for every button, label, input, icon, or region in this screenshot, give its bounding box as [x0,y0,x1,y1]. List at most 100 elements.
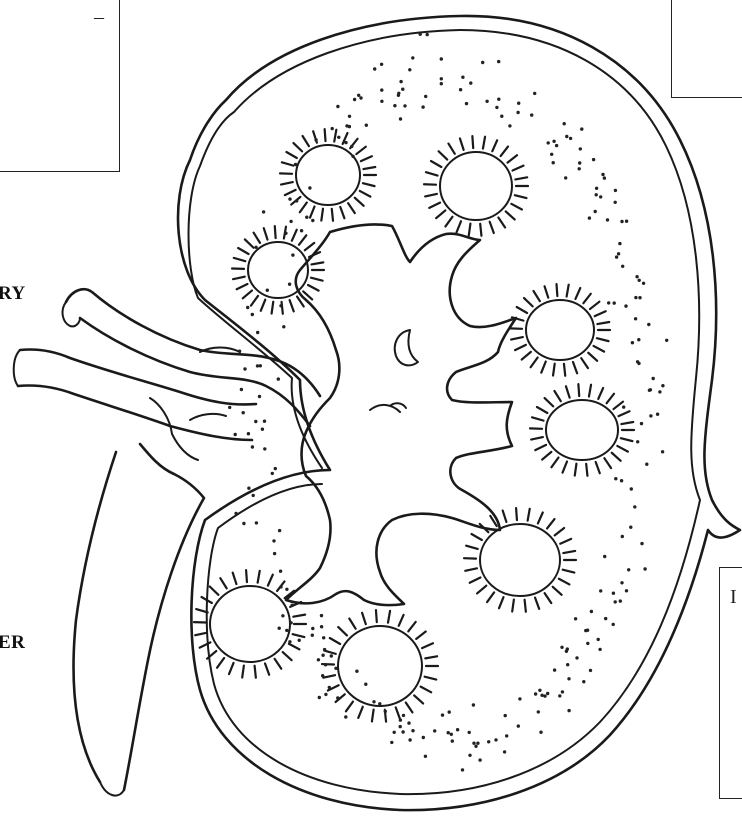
pyramids [210,145,618,706]
hatch-line [265,663,269,674]
hatch-line [293,615,305,617]
stipple-dot [586,642,589,645]
stipple-dot [372,700,375,703]
hatch-line [251,296,258,306]
hatch-line [334,130,336,142]
hatch-line [492,140,497,151]
hatch-line [531,358,538,368]
hatch-line [340,207,344,218]
stipple-dot [288,283,291,286]
hatch-line [595,311,606,316]
stipple-dot [665,339,668,342]
stipple-dot [661,384,664,387]
hatch-line [229,663,233,674]
stipple-dot [606,218,609,221]
stipple-dot [247,487,250,490]
stipple-dot [289,621,292,624]
stipple-dot [279,570,282,573]
stipple-dot [311,627,314,630]
hatch-line [338,627,347,635]
stipple-dot [578,167,581,170]
hatch-line [388,611,390,623]
stipple-dot [561,690,564,693]
hatch-line [408,622,415,631]
stipple-dot [459,88,462,91]
stipple-dot [565,650,568,653]
hatch-line [621,438,633,441]
stipple-dot [517,724,520,727]
hatch-line [217,658,224,668]
hatch-line [614,402,623,409]
stipple-dot [555,144,558,147]
hatch-line [406,702,413,712]
hatch-line [535,445,546,450]
hatch-line [238,248,248,254]
hatch-line [255,666,256,678]
hatch-line [431,161,441,167]
pyramid-7 [210,586,290,662]
stipple-dot [451,739,454,742]
stipple-dot [643,567,646,570]
stipple-dot [552,161,555,164]
stipple-dot [243,367,246,370]
stipple-dot [469,81,472,84]
stipple-dot [305,216,308,219]
stipple-dot [476,742,479,745]
stipple-dot [258,395,261,398]
hatch-line [261,300,265,311]
stipple-dot [348,115,351,118]
hatch-line [553,587,562,595]
stipple-dot [247,432,250,435]
stipple-dot [320,625,323,628]
stipple-dot [401,730,404,733]
stipple-dot [440,77,443,80]
stipple-dot [564,176,567,179]
hatch-line [621,422,633,424]
hatch-line [538,512,543,523]
stipple-dot [579,147,582,150]
stipple-dot [552,140,555,143]
stipple-dot [402,714,405,717]
stipple-dot [378,702,381,705]
renal-artery-end [63,302,80,326]
hatch-line [242,666,244,678]
hatch-line [516,508,517,520]
hatch-line [477,586,486,594]
hatch-line [258,571,260,583]
stipple-dot [433,729,436,732]
hatch-line [472,534,482,540]
stipple-dot [308,186,311,189]
hatch-line [528,509,530,521]
stipple-dot [251,313,254,316]
stipple-dot [530,113,533,116]
stipple-dot [640,422,643,425]
stipple-dot [597,638,600,641]
stipple-dot [288,197,291,200]
hatch-line [597,338,609,341]
stipple-dot [288,640,291,643]
stipple-dot [242,522,245,525]
hatch-line [513,166,524,171]
hatch-line [506,211,515,219]
kidney-capsule-outer [178,16,740,810]
stipple-dot [599,195,602,198]
stipple-dot [311,219,314,222]
hatch-line [583,294,590,303]
pyramid-4 [526,300,594,360]
stipple-dot [393,104,396,107]
hatch-line [578,384,579,396]
stipple-dot [478,758,481,761]
hatch-line [590,302,599,309]
hatch-line [511,337,523,339]
stipple-dot [240,388,243,391]
pyramid-8 [338,626,422,706]
pyramid-1 [296,145,360,205]
stipple-dot [279,304,282,307]
hatch-line [547,519,554,528]
hatch-line [604,458,611,468]
hatch-line [426,172,438,175]
stipple-dot [625,589,628,592]
hatch-line [293,634,305,637]
stipple-dot [285,588,288,591]
hatch-line [597,322,609,324]
